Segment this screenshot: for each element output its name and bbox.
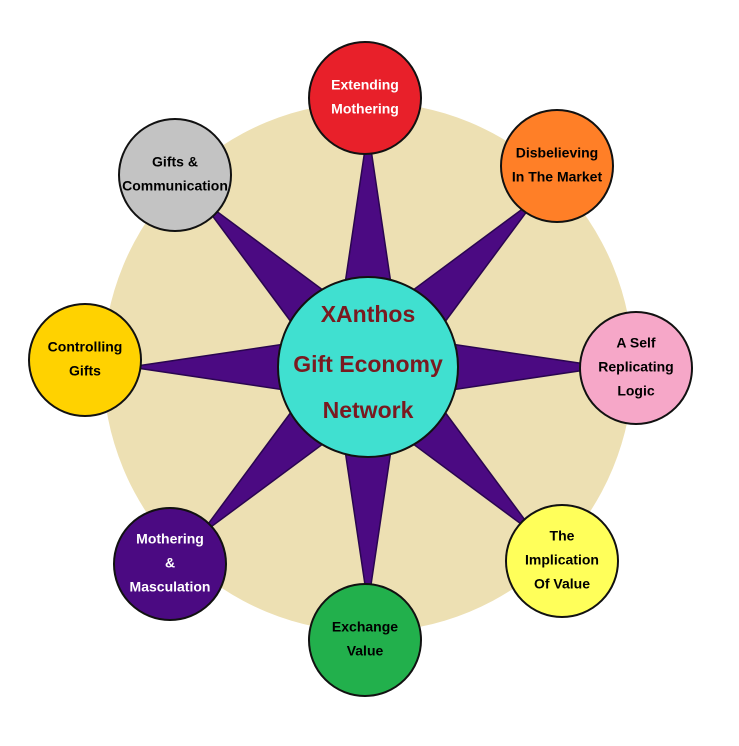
node-label-line: Controlling [48,339,123,355]
node-label-line: Mothering [331,101,399,117]
node-label-line: Extending [331,77,399,93]
center-label-line: XAnthos [321,301,416,327]
node-label-line: Communication [122,178,228,194]
node-circle [308,41,422,155]
node-label-line: Gifts & [152,154,198,170]
node-circle [308,583,422,697]
node-label-line: Masculation [130,579,211,595]
node-label-line: Of Value [534,576,590,592]
center-node[interactable]: XAnthos Gift Economy Network [277,276,459,458]
node-label-line: Mothering [136,531,204,547]
node-circle [579,311,693,425]
node-label-line: Replicating [598,359,673,375]
node-circle [113,507,227,621]
node-label-line: Logic [617,383,655,399]
node-gifts-communication[interactable]: Gifts & Communication [118,118,232,232]
node-disbelieving-in-the-market[interactable]: Disbelieving In The Market [500,109,614,223]
node-label-line: Value [347,643,384,659]
node-circle [505,504,619,618]
center-circle [277,276,459,458]
node-mothering-masculation[interactable]: Mothering & Masculation [113,507,227,621]
node-label-line: Exchange [332,619,398,635]
node-label-line: Disbelieving [516,145,598,161]
center-label-line: Network [323,397,414,423]
node-label-line: In The Market [512,169,603,185]
node-label-line: Implication [525,552,599,568]
node-label-line: & [165,555,175,571]
node-label-line: The [550,528,575,544]
node-label-line: A Self [616,335,655,351]
node-circle [500,109,614,223]
center-label-line: Gift Economy [293,351,443,377]
node-label-line: Gifts [69,363,101,379]
node-circle [118,118,232,232]
node-circle [28,303,142,417]
